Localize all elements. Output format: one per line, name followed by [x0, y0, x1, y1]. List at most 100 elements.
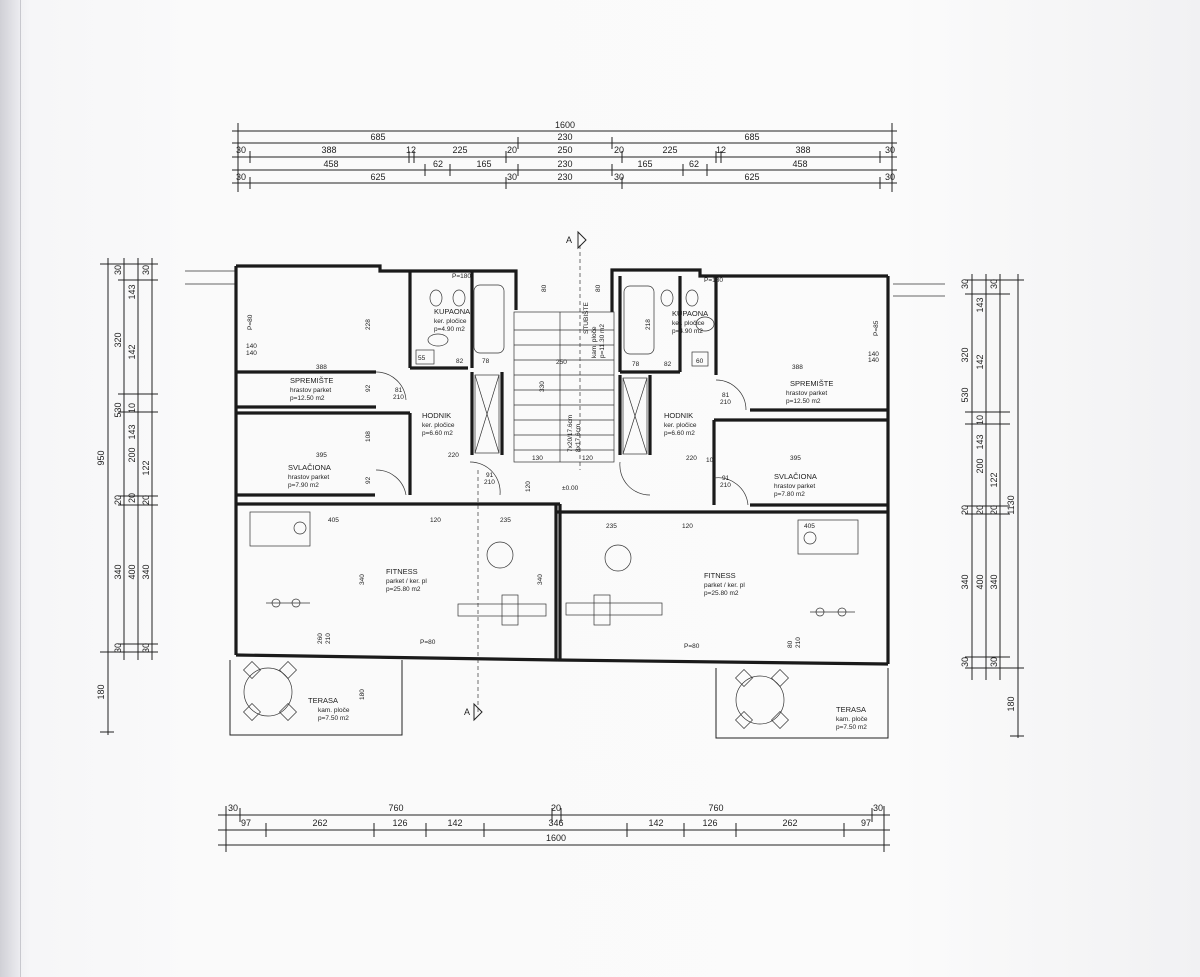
dim-top-r4-6: 62 — [689, 159, 699, 169]
dim-left-c2: 122 — [141, 460, 151, 475]
dim-top-r3-3: 12 — [406, 145, 416, 155]
inner-left-13: 91 — [486, 472, 494, 479]
room-dressing-right-floor: hrastov parket — [774, 483, 815, 490]
dim-top-r5-4: 230 — [557, 172, 572, 182]
stairs-floor: kam. ploče — [591, 326, 598, 358]
center-label-2: 120 — [525, 481, 532, 492]
inner-right-5: 235 — [606, 523, 617, 530]
inner-left-18: P=80 — [247, 314, 254, 330]
room-terrace-right-floor: kam. ploče — [836, 716, 868, 723]
room-bath-right-name: KUPAONA — [672, 309, 708, 318]
center-label-3: 120 — [582, 455, 593, 462]
dim-left-a2: 320 — [113, 332, 123, 347]
room-bath-right-area: p=4.90 m2 — [672, 328, 703, 335]
dim-left-a5: 340 — [113, 564, 123, 579]
dim-bot-r2-1: 97 — [241, 818, 251, 828]
fixtures — [243, 284, 859, 729]
dim-top-r3-6: 250 — [557, 145, 572, 155]
dim-top-r4-2: 62 — [433, 159, 443, 169]
dim-right-c4: 340 — [989, 574, 999, 589]
dim-top-r4-7: 458 — [792, 159, 807, 169]
stairs-area: p=11.30 m2 — [599, 324, 606, 358]
room-dressing-right-name: SVLAČIONA — [774, 472, 817, 481]
room-hall-left-floor: ker. pločice — [422, 422, 455, 429]
dim-bot-r2-7: 126 — [702, 818, 717, 828]
inner-right-18: P=80 — [684, 643, 700, 650]
dim-left-b7: 400 — [127, 564, 137, 579]
room-storage-left-name: SPREMIŠTE — [290, 376, 333, 385]
dim-top-r3-4: 225 — [452, 145, 467, 155]
center-label-1: 130 — [532, 455, 543, 462]
dim-bot-r1-4: 760 — [708, 803, 723, 813]
room-storage-left-floor: hrastov parket — [290, 387, 331, 394]
center-label-5: 330 — [539, 381, 546, 392]
room-hall-right-area: p=6.60 m2 — [664, 430, 695, 437]
dim-right-b6: 20 — [975, 505, 985, 515]
inner-right-3: 405 — [804, 523, 815, 530]
dim-left-b6: 20 — [127, 493, 137, 503]
inner-right-17: 140 — [868, 357, 879, 364]
dim-left-180: 180 — [96, 684, 106, 699]
inner-right-14: 60 — [696, 358, 704, 365]
dim-top-r5-1: 30 — [236, 172, 246, 182]
inner-right-6: 340 — [537, 574, 544, 585]
dim-left-a6: 30 — [113, 643, 123, 653]
section-mark-top: A — [566, 235, 572, 245]
inner-right-13: 78 — [632, 361, 640, 368]
dim-bot-r2-6: 142 — [648, 818, 663, 828]
inner-left-25: 180 — [359, 689, 366, 700]
room-hall-left-area: p=6.60 m2 — [422, 430, 453, 437]
dim-top-r3-7: 20 — [614, 145, 624, 155]
dim-top-r5-7: 30 — [885, 172, 895, 182]
inner-right-12: 82 — [664, 361, 672, 368]
building-walls — [185, 264, 945, 739]
dim-left-b5: 200 — [127, 447, 137, 462]
inner-left-17: 55 — [418, 355, 426, 362]
dim-bot-r1-2: 760 — [388, 803, 403, 813]
inner-right-9: 210 — [720, 399, 731, 406]
dim-top-r4-1: 458 — [323, 159, 338, 169]
inner-left-24: 210 — [325, 633, 332, 644]
room-storage-right-floor: hrastov parket — [786, 390, 827, 397]
dim-top-r5-6: 625 — [744, 172, 759, 182]
dim-top-r3-9: 12 — [716, 145, 726, 155]
inner-right-10: 91 — [722, 475, 730, 482]
room-bath-right-floor: ker. pločice — [672, 320, 705, 327]
dim-right-a1: 30 — [960, 279, 970, 289]
inner-right-16: 140 — [868, 351, 879, 358]
dim-left-b4: 143 — [127, 424, 137, 439]
center-label-6: 80 — [595, 284, 602, 292]
dim-top-r2-2: 230 — [557, 132, 572, 142]
dim-left-c4: 340 — [141, 564, 151, 579]
inner-right-0: 388 — [792, 364, 803, 371]
room-hall-left-name: HODNIK — [422, 411, 451, 420]
dim-bot-total: 1600 — [546, 833, 566, 843]
inner-right-20: 80 — [787, 640, 794, 648]
level-mark: ±0.00 — [562, 485, 579, 492]
dim-bot-r1-5: 30 — [873, 803, 883, 813]
room-fitness-right-floor: parket / ker. pl — [704, 582, 745, 589]
dim-right-a5: 340 — [960, 574, 970, 589]
dim-top-r3-11: 30 — [885, 145, 895, 155]
room-storage-right-area: p=12.50 m2 — [786, 398, 821, 405]
dim-right-b2: 142 — [975, 354, 985, 369]
inner-right-21: 210 — [795, 637, 802, 648]
inner-left-20: 140 — [246, 350, 257, 357]
dim-right-a2: 320 — [960, 347, 970, 362]
dim-right-c1: 30 — [989, 279, 999, 289]
inner-left-15: 82 — [456, 358, 464, 365]
inner-left-5: 92 — [365, 476, 372, 484]
room-terrace-left-name: TERASA — [308, 696, 338, 705]
dim-bot-r2-4: 142 — [447, 818, 462, 828]
stair-labels: STUBIŠTE kam. ploče p=11.30 m2 7x20/17.6… — [562, 302, 606, 492]
dim-left-950: 950 — [96, 450, 106, 465]
dim-left-b3: 10 — [127, 403, 137, 413]
section-mark-bottom: A — [464, 707, 470, 717]
inner-left-23: 260 — [317, 633, 324, 644]
dim-top-r5-3: 30 — [507, 172, 517, 182]
dim-right-b3: 10 — [975, 415, 985, 425]
binder-edge — [0, 0, 21, 977]
dim-left-c1: 30 — [141, 265, 151, 275]
inner-left-0: 388 — [316, 364, 327, 371]
